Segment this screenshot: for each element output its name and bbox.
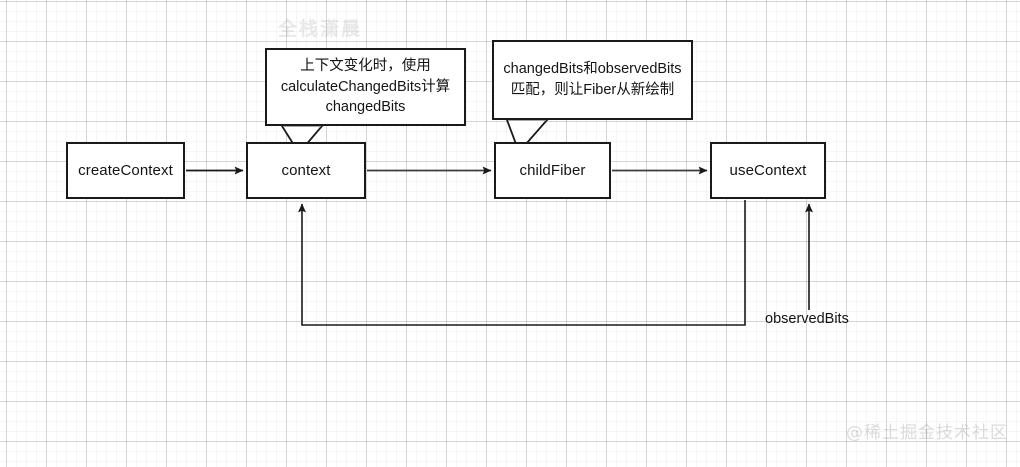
- node-childfiber[interactable]: childFiber: [494, 142, 611, 199]
- callout-changed-bits-line-1: 上下文变化时，使用: [300, 58, 431, 75]
- node-childfiber-label: childFiber: [519, 162, 586, 179]
- node-context-label: context: [281, 162, 331, 179]
- node-context[interactable]: context: [246, 142, 366, 199]
- node-createcontext-label: createContext: [78, 162, 173, 179]
- callout-observed-bits-match-line-2: 匹配，则让Fiber从新绘制: [510, 82, 675, 98]
- watermark-bottom: @稀土掘金技术社区: [846, 423, 1008, 443]
- callout-changed-bits-line-2: calculateChangedBits计算: [280, 78, 451, 95]
- node-usecontext[interactable]: useContext: [710, 142, 826, 199]
- label-observed-bits: observedBits: [765, 311, 849, 327]
- node-createcontext[interactable]: createContext: [66, 142, 185, 199]
- callout-observed-bits-match: changedBits和observedBits 匹配，则让Fiber从新绘制: [492, 40, 693, 120]
- callout-changed-bits: 上下文变化时，使用 calculateChangedBits计算 changed…: [265, 48, 466, 126]
- callout-observed-bits-match-line-1: changedBits和observedBits: [503, 61, 682, 78]
- node-usecontext-label: useContext: [729, 162, 807, 179]
- watermark-top: 全栈潇晨: [278, 18, 363, 40]
- callout-changed-bits-line-3: changedBits: [325, 99, 406, 116]
- edge-usecontext-context-feedback: [298, 200, 746, 326]
